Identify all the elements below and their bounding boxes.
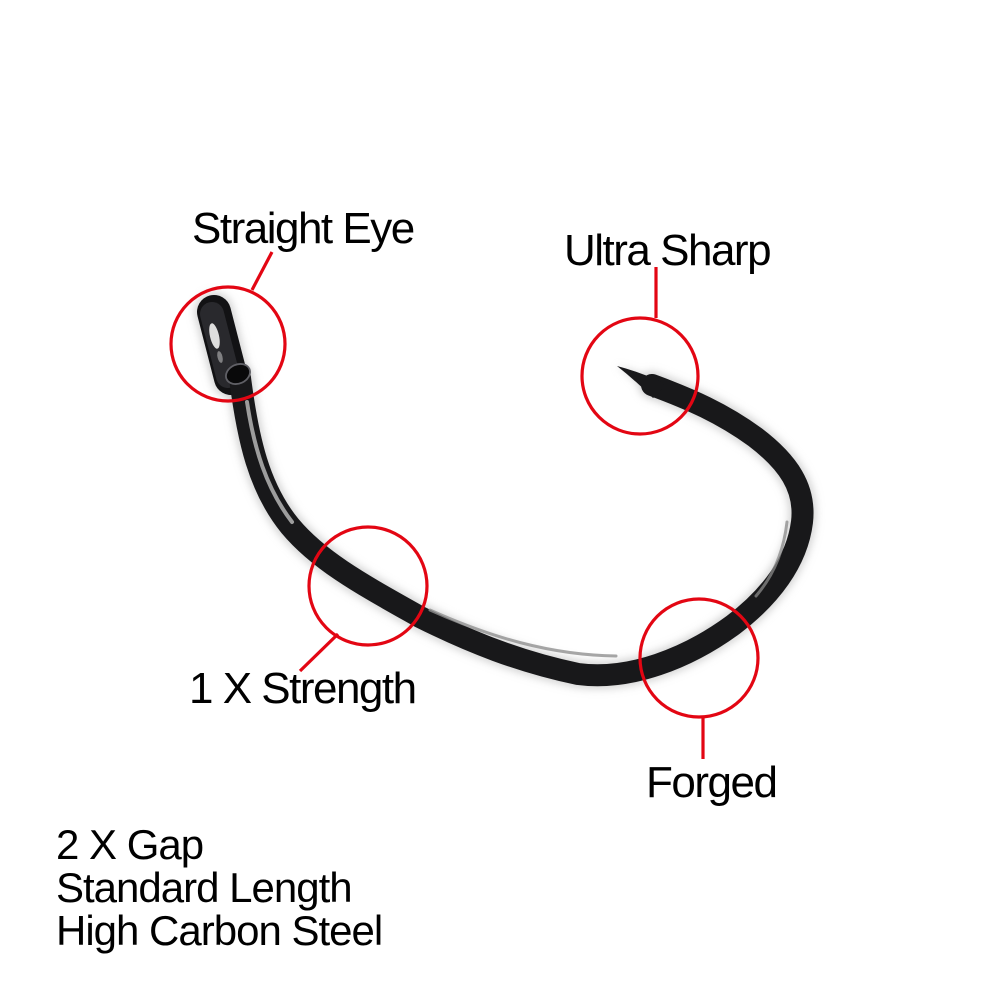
hook-shadow [194, 292, 817, 690]
hook-eye-shading [200, 302, 240, 388]
eye-glint-small [217, 351, 223, 363]
hook-point [617, 366, 664, 398]
eye-stamp-knob [225, 363, 251, 385]
spec-material: High Carbon Steel [56, 907, 383, 954]
circle-strength [307, 525, 429, 647]
label-ultra-sharp: Ultra Sharp [564, 226, 772, 275]
shank-highlight [245, 400, 294, 524]
circle-straight-eye [169, 285, 287, 403]
spec-list: 2 X Gap Standard Length High Carbon Stee… [56, 821, 383, 954]
circle-ultra-sharp [580, 316, 700, 436]
spec-length: Standard Length [56, 864, 353, 911]
label-straight-eye: Straight Eye [192, 204, 415, 253]
leader-strength [298, 632, 340, 673]
label-forged: Forged [646, 758, 778, 807]
annotation-overlay [169, 251, 760, 759]
rise-highlight [754, 520, 789, 598]
label-1x-strength: 1 X Strength [189, 664, 417, 713]
eye-glint [209, 323, 220, 349]
bend-highlight [428, 608, 618, 658]
hook-wire [229, 367, 814, 687]
spec-gap: 2 X Gap [56, 821, 204, 868]
circle-forged [638, 597, 760, 719]
leader-straight-eye [250, 251, 274, 291]
